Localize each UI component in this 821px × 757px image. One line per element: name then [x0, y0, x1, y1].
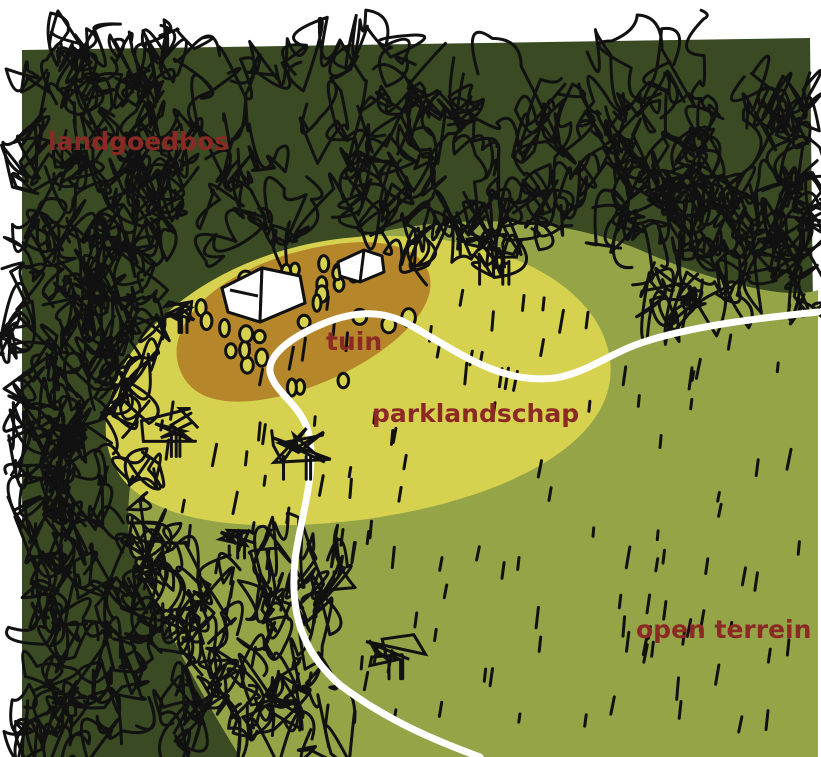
grass-tick	[777, 363, 778, 372]
grass-tick	[691, 399, 692, 408]
grass-tick	[392, 431, 393, 445]
grass-tick	[435, 629, 437, 640]
grass-tick	[370, 521, 372, 538]
shrub-dot	[220, 319, 230, 336]
grass-tick	[267, 551, 269, 569]
grass-tick	[549, 488, 551, 501]
grass-tick	[718, 493, 720, 502]
grass-tick	[188, 526, 190, 546]
shrub-dot	[319, 256, 329, 272]
grass-tick	[465, 363, 467, 384]
grass-tick	[798, 542, 799, 555]
grass-tick	[756, 460, 758, 476]
grass-tick	[272, 715, 274, 735]
grass-tick	[264, 476, 265, 485]
grass-tick	[259, 423, 261, 440]
grass-tick	[586, 312, 588, 328]
grass-tick	[619, 595, 621, 608]
label-park: parklandschap	[372, 399, 579, 428]
grass-tick	[392, 547, 394, 567]
shrub-dot	[256, 349, 268, 366]
shrub-dot	[313, 295, 321, 311]
label-open-terrain: open terrein	[636, 615, 811, 644]
grass-tick	[361, 657, 362, 669]
grass-tick	[231, 588, 232, 597]
grass-tick	[518, 558, 519, 570]
shrub-dot	[254, 330, 265, 342]
shrub-dot	[338, 373, 349, 387]
shrub-dot	[240, 341, 250, 358]
grass-tick	[277, 671, 279, 682]
grass-tick	[314, 417, 315, 426]
grass-tick	[300, 709, 302, 730]
grass-tick	[349, 468, 351, 477]
grass-tick	[314, 607, 316, 623]
shrub-dot	[226, 344, 237, 358]
grass-tick	[201, 596, 202, 610]
grass-tick	[287, 508, 289, 523]
grass-tick	[539, 637, 541, 651]
grass-tick	[543, 298, 544, 310]
grass-tick	[415, 613, 417, 627]
grass-tick	[657, 531, 658, 540]
grass-tick	[585, 715, 587, 726]
grass-tick	[656, 559, 658, 571]
grass-tick	[652, 642, 654, 656]
grass-tick	[350, 479, 352, 497]
grass-tick	[766, 711, 768, 730]
grass-tick	[706, 559, 708, 574]
grass-tick	[663, 550, 665, 563]
shrub-dot	[201, 313, 212, 330]
grass-tick	[367, 532, 368, 544]
grass-tick	[623, 617, 625, 636]
label-forest: landgoedbos	[48, 127, 229, 156]
grass-tick	[519, 714, 520, 722]
grass-tick	[660, 436, 661, 448]
label-garden: tuin	[326, 327, 382, 356]
grass-tick	[292, 686, 294, 695]
grass-tick	[523, 296, 525, 311]
grass-tick	[297, 674, 298, 682]
grass-tick	[679, 702, 681, 719]
grass-tick	[589, 401, 590, 411]
grass-tick	[638, 396, 639, 407]
grass-tick	[677, 678, 679, 700]
shrub-dot	[287, 379, 296, 396]
grass-tick	[271, 678, 273, 694]
grass-tick	[593, 528, 594, 536]
grass-tick	[216, 559, 218, 573]
grass-tick	[484, 669, 485, 681]
grass-tick	[182, 500, 184, 512]
grass-tick	[492, 312, 494, 330]
grass-tick	[341, 530, 343, 546]
shrub-dot	[241, 357, 253, 373]
grass-tick	[246, 452, 247, 465]
grass-tick	[333, 572, 334, 581]
grass-tick	[502, 563, 504, 579]
grass-tick	[768, 649, 770, 662]
shrub-dot	[240, 326, 253, 342]
